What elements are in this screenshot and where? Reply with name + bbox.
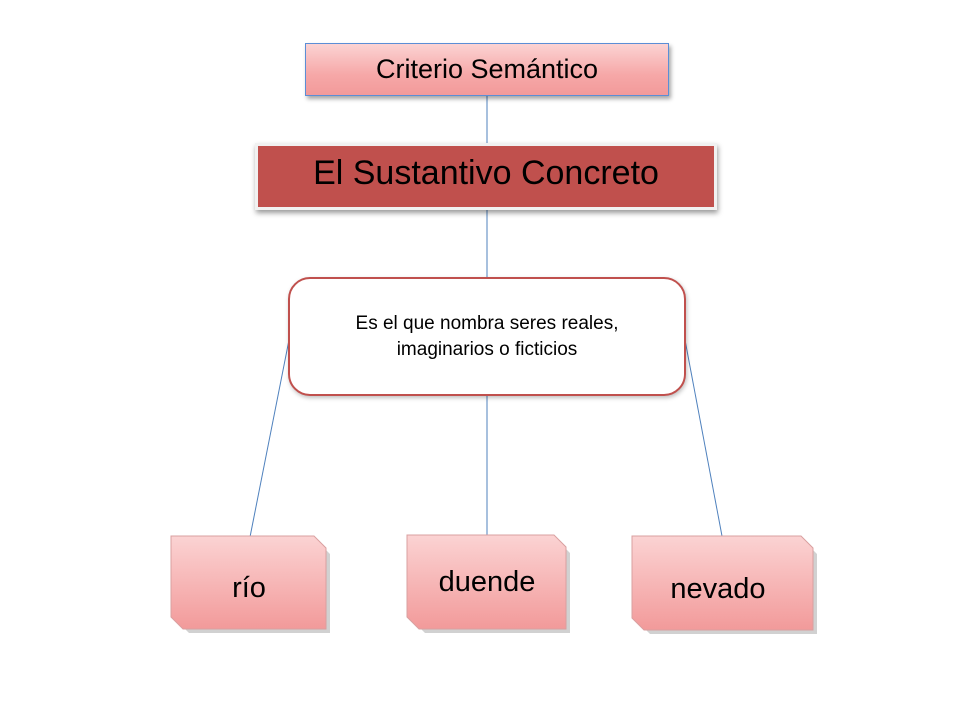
connector-definition-to-rio <box>249 339 290 538</box>
definition-line-2: imaginarios o ficticios <box>396 338 578 360</box>
connector-definition-to-nevado <box>684 339 723 537</box>
example-shape-rio <box>170 535 330 633</box>
header-text: Criterio Semántico <box>375 54 599 84</box>
header-criterio-box: Criterio Semántico <box>305 43 669 96</box>
example-label-rio: río <box>232 572 266 604</box>
definition-box: Es el que nombra seres reales, imaginari… <box>288 277 686 396</box>
example-box-rio: río <box>170 535 330 633</box>
example-box-nevado: nevado <box>631 535 817 634</box>
title-sustantivo-box: El Sustantivo Concreto <box>255 143 717 210</box>
example-label-duende: duende <box>438 566 536 598</box>
example-shape-nevado <box>631 535 817 634</box>
example-box-duende: duende <box>406 534 570 633</box>
definition-line-1: Es el que nombra seres reales, <box>355 312 619 334</box>
example-label-nevado: nevado <box>670 573 766 605</box>
example-shape-duende <box>406 534 570 633</box>
title-text: El Sustantivo Concreto <box>313 154 659 192</box>
